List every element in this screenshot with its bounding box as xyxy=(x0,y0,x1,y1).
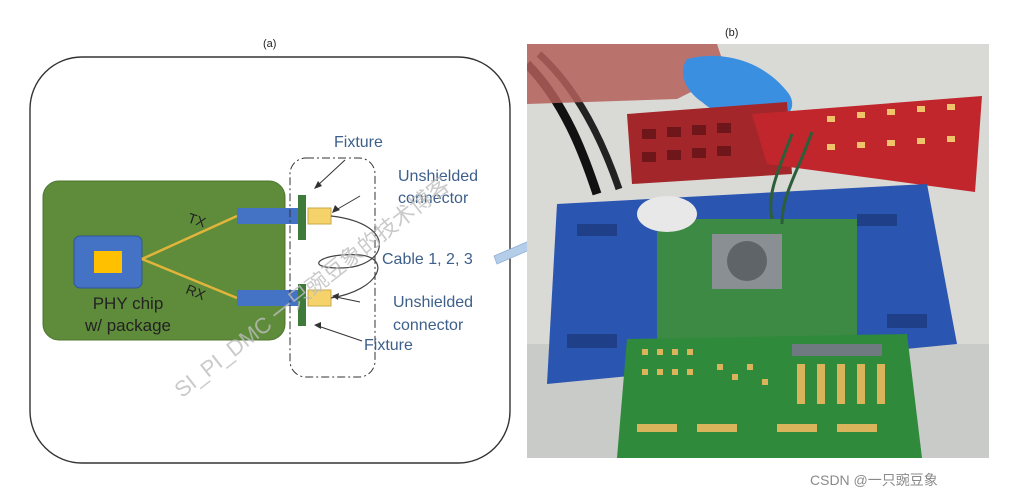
panel-b-label: (b) xyxy=(725,27,739,39)
outer-frame xyxy=(29,56,511,464)
unshielded-top-line1: Unshielded xyxy=(398,168,479,185)
bottom-board-label-strip xyxy=(792,344,882,356)
cable-loop xyxy=(318,215,380,299)
red-board-back-chips xyxy=(642,123,731,162)
fixture-bottom-arrow xyxy=(317,325,363,342)
chip-label-line1: PHY chip xyxy=(92,294,164,313)
unshielded-top-label: Unshielded connector xyxy=(398,166,478,210)
unshielded-bottom-line2: connector xyxy=(393,317,464,334)
blue-glove xyxy=(682,55,793,117)
bottom-board-connectors xyxy=(637,349,885,432)
rx-launch xyxy=(237,290,299,306)
unshielded-bottom-label: Unshielded connector xyxy=(393,291,473,337)
fixture-top-label: Fixture xyxy=(334,134,383,151)
fixture-bottom-arrowhead xyxy=(314,322,321,329)
unshielded-bottom-line1: Unshielded xyxy=(393,294,474,311)
chip-die xyxy=(94,251,122,273)
fixture-top-bar xyxy=(298,195,306,240)
fixture-top-arrow xyxy=(316,159,346,187)
red-board-front-connectors xyxy=(827,104,955,150)
fixture-bottom-label: Fixture xyxy=(364,337,413,354)
connector-bottom-arrowhead xyxy=(332,293,339,300)
red-board-back xyxy=(627,102,792,184)
sleeve xyxy=(527,44,727,104)
chip-label: PHY chip w/ package xyxy=(78,293,178,337)
rx-trace xyxy=(141,257,238,300)
connector-top-arrow xyxy=(335,195,361,211)
csdn-credit: CSDN @一只豌豆象 xyxy=(810,472,938,488)
panel-a-label: (a) xyxy=(263,38,277,50)
fixture-top-arrowhead xyxy=(314,181,322,189)
fixture-boundary xyxy=(289,157,376,378)
connector-bottom-arrow xyxy=(335,296,361,303)
fixture-bottom-bar xyxy=(298,284,306,326)
heatsink-fan xyxy=(727,241,767,281)
cable-bundle xyxy=(637,196,697,232)
connector-top-arrowhead xyxy=(332,205,340,213)
cable-label: Cable 1, 2, 3 xyxy=(382,251,473,268)
coax-2 xyxy=(780,131,814,225)
blue-board-features xyxy=(567,214,927,348)
chip-label-line2: w/ package xyxy=(85,316,171,335)
tx-launch xyxy=(237,208,299,224)
red-board-front xyxy=(752,96,982,192)
coax-1 xyxy=(769,133,794,220)
connector-top xyxy=(307,207,332,225)
unshielded-top-line2: connector xyxy=(398,190,469,207)
tx-trace xyxy=(141,214,238,261)
test-setup-photo xyxy=(527,44,989,458)
